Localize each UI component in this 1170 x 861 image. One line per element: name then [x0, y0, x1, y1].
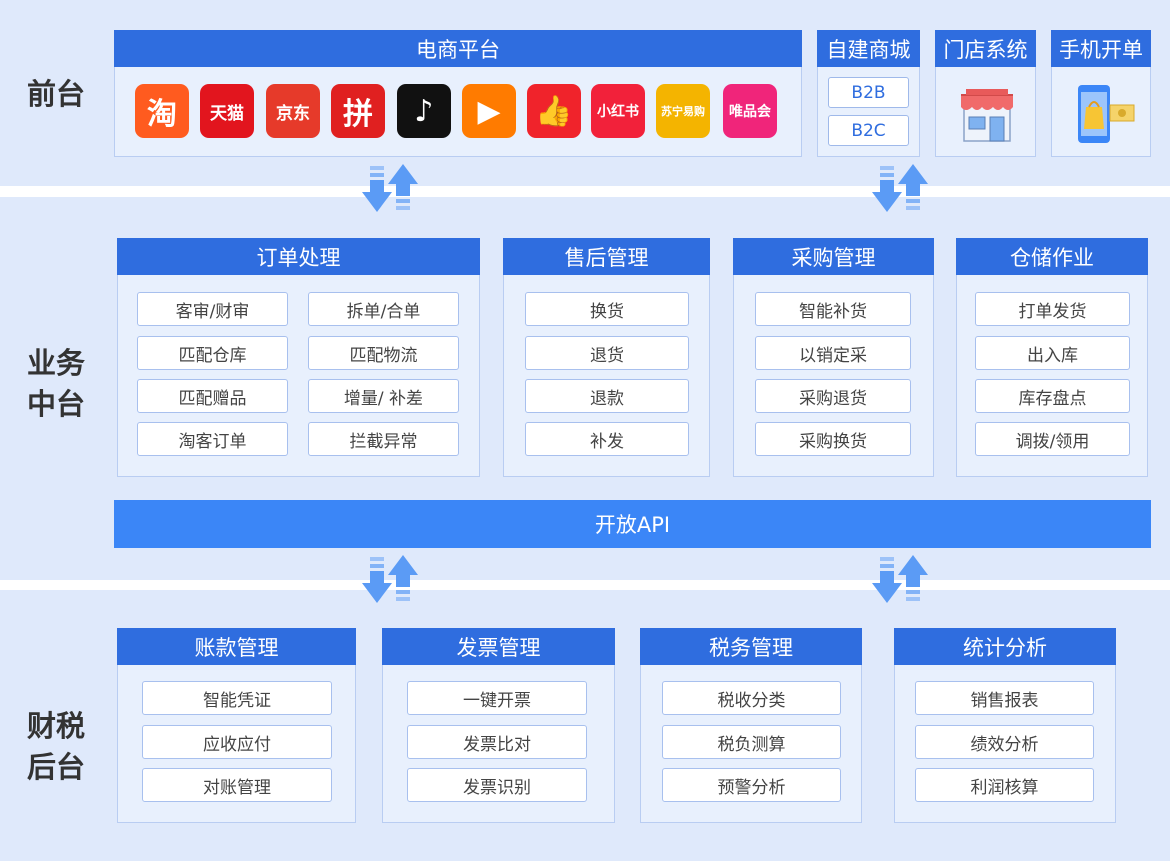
- feature-pill[interactable]: 换货: [525, 292, 689, 326]
- feature-pill[interactable]: 调拨/领用: [975, 422, 1130, 456]
- feature-pill[interactable]: 增量/ 补差: [308, 379, 459, 413]
- feature-pill[interactable]: 打单发货: [975, 292, 1130, 326]
- feature-pill[interactable]: 退款: [525, 379, 689, 413]
- tier-label-line: 中台: [26, 387, 85, 421]
- feature-pill[interactable]: 发票识别: [407, 768, 587, 802]
- feature-pill[interactable]: 利润核算: [915, 768, 1094, 802]
- tier-label-front: 前台: [20, 74, 92, 115]
- panel-title: 采购管理: [733, 238, 934, 275]
- storefront-icon: [961, 89, 1013, 142]
- suning-icon[interactable]: 苏宁易购: [656, 84, 710, 138]
- feature-pill[interactable]: 匹配赠品: [137, 379, 288, 413]
- panel-title: 统计分析: [894, 628, 1116, 665]
- vipshop-icon[interactable]: 唯品会: [723, 84, 777, 138]
- feature-pill[interactable]: 拆单/合单: [308, 292, 459, 326]
- feature-pill[interactable]: 智能补货: [755, 292, 911, 326]
- bidirectional-arrow-icon: [360, 162, 420, 214]
- b2b-badge: B2B: [828, 77, 909, 108]
- feature-pill[interactable]: 应收应付: [142, 725, 332, 759]
- tier-label-middle: 业务 中台: [20, 343, 92, 425]
- feature-pill[interactable]: 预警分析: [662, 768, 841, 802]
- feature-pill[interactable]: 出入库: [975, 336, 1130, 370]
- panel-title: 账款管理: [117, 628, 356, 665]
- xiaohongshu-icon[interactable]: 小红书: [591, 84, 645, 138]
- thumbs-up-icon[interactable]: 👍: [527, 84, 581, 138]
- feature-pill[interactable]: 销售报表: [915, 681, 1094, 715]
- feature-pill[interactable]: 采购退货: [755, 379, 911, 413]
- feature-pill[interactable]: 补发: [525, 422, 689, 456]
- panel-title: 订单处理: [117, 238, 480, 275]
- bidirectional-arrow-icon: [870, 162, 930, 214]
- feature-pill[interactable]: 匹配仓库: [137, 336, 288, 370]
- kuaishou-icon[interactable]: ▶: [462, 84, 516, 138]
- open-api-bar[interactable]: 开放API: [114, 500, 1151, 548]
- feature-pill[interactable]: 拦截异常: [308, 422, 459, 456]
- panel-title: 门店系统: [935, 30, 1036, 67]
- b2c-badge: B2C: [828, 115, 909, 146]
- mobile-order-panel: 手机开单: [1051, 30, 1151, 157]
- feature-pill[interactable]: 客审/财审: [137, 292, 288, 326]
- tier-label-line: 前台: [26, 77, 85, 111]
- feature-pill[interactable]: 库存盘点: [975, 379, 1130, 413]
- feature-pill[interactable]: 税负测算: [662, 725, 841, 759]
- panel-title: 发票管理: [382, 628, 615, 665]
- feature-pill[interactable]: 以销定采: [755, 336, 911, 370]
- tier-label-line: 业务: [26, 346, 85, 380]
- pinduoduo-icon[interactable]: 拼: [331, 84, 385, 138]
- feature-pill[interactable]: 对账管理: [142, 768, 332, 802]
- douyin-icon[interactable]: ♪: [397, 84, 451, 138]
- panel-title: 自建商城: [817, 30, 920, 67]
- panel-title: 手机开单: [1051, 30, 1151, 67]
- feature-pill[interactable]: 发票比对: [407, 725, 587, 759]
- tier-label-back: 财税 后台: [20, 706, 92, 788]
- bidirectional-arrow-icon: [870, 553, 930, 605]
- panel-title: 售后管理: [503, 238, 710, 275]
- feature-pill[interactable]: 绩效分析: [915, 725, 1094, 759]
- mobile-shopping-icon: [1078, 85, 1135, 143]
- taobao-icon[interactable]: 淘: [135, 84, 189, 138]
- feature-pill[interactable]: 智能凭证: [142, 681, 332, 715]
- feature-pill[interactable]: 一键开票: [407, 681, 587, 715]
- feature-pill[interactable]: 匹配物流: [308, 336, 459, 370]
- tier-label-line: 财税: [26, 709, 85, 743]
- feature-pill[interactable]: 采购换货: [755, 422, 911, 456]
- bidirectional-arrow-icon: [360, 553, 420, 605]
- tmall-icon[interactable]: 天猫: [200, 84, 254, 138]
- feature-pill[interactable]: 税收分类: [662, 681, 841, 715]
- feature-pill[interactable]: 淘客订单: [137, 422, 288, 456]
- panel-title: 税务管理: [640, 628, 862, 665]
- feature-pill[interactable]: 退货: [525, 336, 689, 370]
- panel-title: 电商平台: [114, 30, 802, 67]
- panel-title: 仓储作业: [956, 238, 1148, 275]
- store-system-panel: 门店系统: [935, 30, 1036, 157]
- jd-icon[interactable]: 京东: [266, 84, 320, 138]
- tier-label-line: 后台: [26, 750, 85, 784]
